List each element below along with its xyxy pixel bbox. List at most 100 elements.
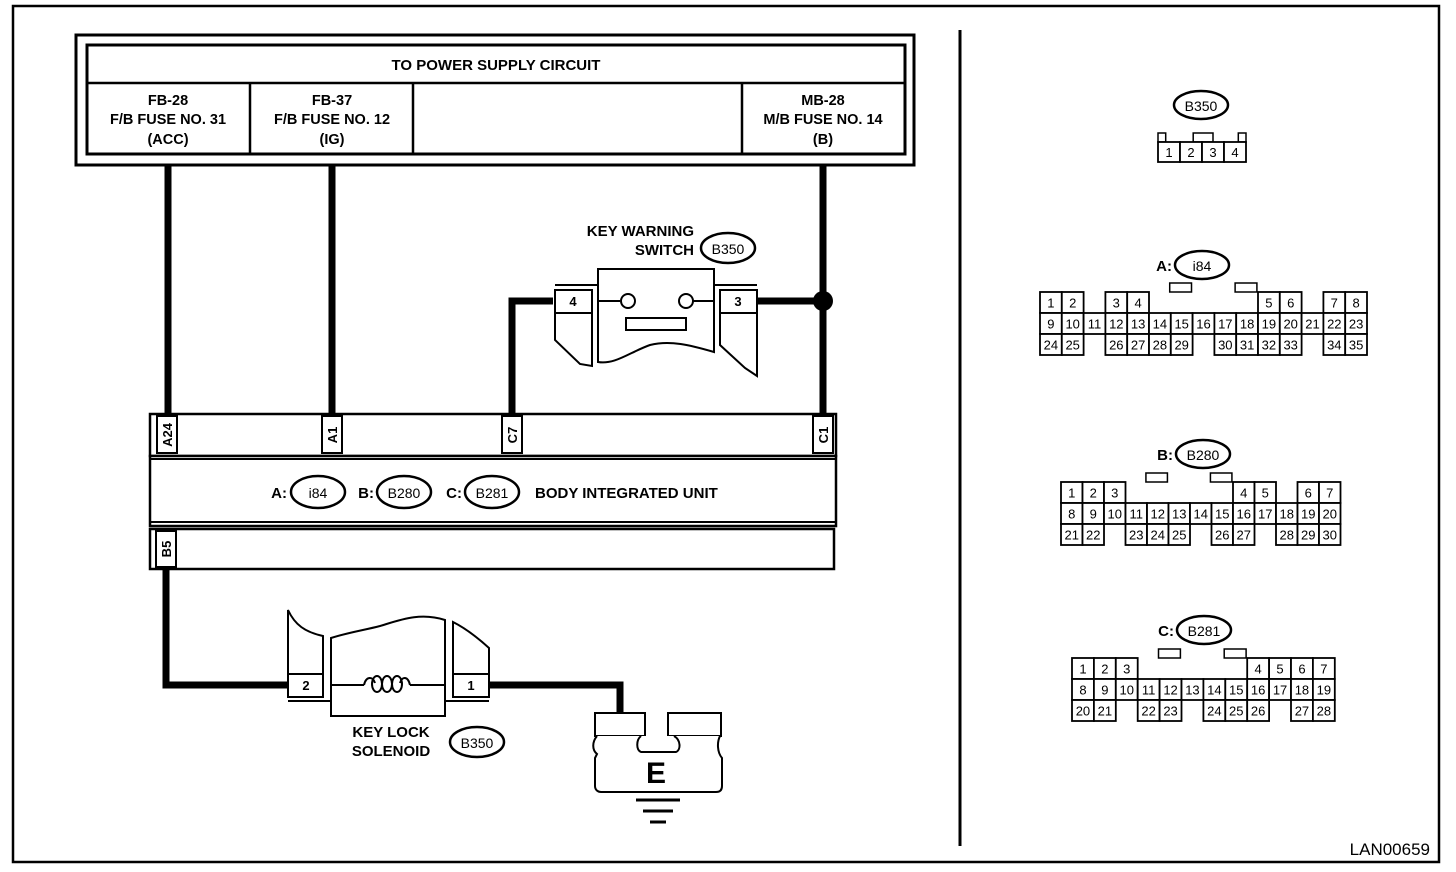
pin-number: 13 [1185,683,1199,698]
pin-number: 21 [1065,528,1079,543]
pin-number: 8 [1352,296,1359,311]
pin-number: 16 [1196,317,1210,332]
connector-badge-label: B350 [712,241,745,257]
pin-number: 2 [1090,486,1097,501]
pin-label: C1 [816,427,831,444]
fuse-type: (IG) [320,132,345,148]
pin-number: 26 [1251,704,1265,719]
pin-number: 6 [1305,486,1312,501]
terminal-housing [452,620,490,698]
pin-number: 10 [1065,317,1079,332]
pin-number: 24 [1151,528,1165,543]
pin-number: 23 [1349,317,1363,332]
fuse-cell-ig: FB-37 F/B FUSE NO. 12 (IG) [274,93,390,148]
pin-cell [1081,523,1105,546]
connector-prefix: A: [1156,258,1172,275]
pin-number: 9 [1047,317,1054,332]
pin-number: 18 [1280,507,1294,522]
pin-number: 1 [1047,296,1054,311]
pin-number: 24 [1207,704,1221,719]
pin-cell [1318,523,1342,546]
junction-dot [813,291,833,311]
pin-label: A24 [160,422,175,447]
pin-number: 5 [1276,662,1283,677]
lock-tab [1237,132,1247,143]
pin-cell [1167,523,1191,546]
pin-number: 15 [1229,683,1243,698]
pin-number: 35 [1349,338,1363,353]
ground-label: E [646,757,666,790]
switch-body [597,268,715,364]
pin-number: 6 [1298,662,1305,677]
pin-number: 31 [1240,338,1254,353]
unit-name: BODY INTEGRATED UNIT [535,485,718,502]
switch-label-line2: SWITCH [635,242,694,259]
fuse-id: FB-37 [312,93,352,109]
pin-number: 13 [1131,317,1145,332]
connector-badge [1172,89,1230,121]
lock-tab [1157,132,1167,143]
pin-number: 12 [1109,317,1123,332]
connector-prefix: B: [358,485,374,502]
pin-number: 11 [1130,507,1144,522]
pin-number: 22 [1086,528,1100,543]
pin-number: 7 [1326,486,1333,501]
pin-number: 28 [1153,338,1167,353]
terminal-housing [719,289,758,378]
connector-badge-label: i84 [1193,258,1212,274]
fuse-id: FB-28 [148,93,188,109]
solenoid-label-line2: SOLENOID [352,743,431,760]
pin-number: 9 [1090,507,1097,522]
pin-number: 19 [1262,317,1276,332]
pin-cell [1278,333,1303,356]
pin-cell [1232,523,1256,546]
pin-number: 17 [1273,683,1287,698]
pin-number: 3 [1111,486,1118,501]
fuse-type: (ACC) [147,132,188,148]
lock-tab [1168,282,1193,293]
connector-badge [1175,614,1233,646]
pin-number: 16 [1237,507,1251,522]
fuse-cell-b: MB-28 M/B FUSE NO. 14 (B) [763,93,882,148]
pin-number: 14 [1207,683,1221,698]
connector-badge-label: B350 [1185,98,1218,114]
pin-number: 19 [1301,507,1315,522]
pin-number: 33 [1283,338,1297,353]
pin-number: 12 [1163,683,1177,698]
pin-number: 20 [1283,317,1297,332]
lock-tab [1192,132,1214,143]
pin-number: 15 [1215,507,1229,522]
solenoid-label-line1: KEY LOCK [352,724,429,741]
pin-number: 25 [1065,338,1079,353]
connector-badge-label: B350 [461,735,494,751]
connector-badge-label: B280 [388,485,421,501]
wire-switch-4 [508,297,553,416]
pin-number: 32 [1262,338,1276,353]
pin-label: 2 [302,678,309,693]
pin-number: 29 [1301,528,1315,543]
pin-label: 4 [569,294,577,309]
pin-number: 10 [1108,507,1122,522]
pin-number: 7 [1320,662,1327,677]
body-integrated-unit: A24 A1 C7 C1 B5 A: i84 B: B280 C: B281 B… [148,412,838,571]
pin-number: 9 [1101,683,1108,698]
ground-block [592,735,723,793]
pin-number: 23 [1163,704,1177,719]
pin-label: 1 [467,678,474,693]
diagram-id: LAN00659 [1350,840,1430,859]
pin-number: 19 [1317,683,1331,698]
pin-number: 20 [1323,507,1337,522]
pin-number: 3 [1113,296,1120,311]
bottom-connector-strip [148,527,836,571]
pin-label: B5 [159,541,174,558]
pin-number: 14 [1153,317,1167,332]
connector-prefix: C: [1158,623,1174,640]
pin-number: 27 [1295,704,1309,719]
pin-number: 28 [1280,528,1294,543]
pin-cell [1093,699,1117,722]
fuse-id: MB-28 [801,93,845,109]
ground-terminal: E [592,712,723,824]
